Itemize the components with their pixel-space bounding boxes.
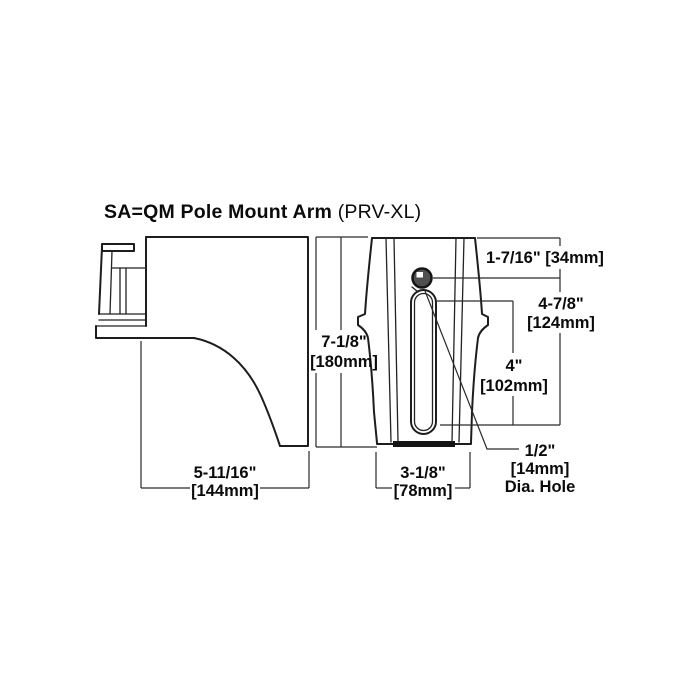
side-view-bottom-plate [95, 325, 195, 339]
pole-hook [98, 243, 147, 315]
arm-width-label-inches: 3-1/8" [400, 464, 445, 482]
front-view-inner-edge-left-1 [385, 237, 392, 443]
dimension-top-to-hole: 1-7/16" [34mm] [433, 237, 604, 425]
product-name: SA=QM Pole Mount Arm [104, 201, 333, 223]
model-name: (PRV-XL) [337, 201, 422, 223]
dimension-arm-width: 3-1/8" [78mm] [375, 452, 471, 500]
drawing-title: SA=QM Pole Mount Arm (PRV-XL) [104, 201, 421, 224]
arm-width-label-mm: [78mm] [394, 482, 453, 500]
front-view-inner-edge-left-2 [393, 237, 399, 443]
front-view-left-edge [357, 237, 378, 444]
slot-length-label-mm: [102mm] [480, 377, 548, 395]
hole-to-slot-label-mm: [124mm] [527, 314, 595, 332]
height-label-inches: 7-1/8" [321, 333, 366, 351]
hole-diameter-note: 1/2" [14mm] Dia. Hole [505, 442, 576, 496]
mounting-hole [411, 267, 433, 289]
slot-inner [413, 292, 434, 432]
hole-leader-line [424, 290, 519, 450]
side-view-body-outline [145, 236, 309, 447]
height-label-mm: [180mm] [310, 353, 378, 371]
front-view-inner-edge-right-2 [458, 237, 465, 443]
dimension-hole-to-slot-bottom: 4-7/8" [124mm] [527, 295, 595, 332]
dimension-slot-length: 4" [102mm] [437, 300, 560, 426]
front-view [357, 237, 519, 450]
front-view-right-edge [470, 237, 489, 444]
front-view-inner-edge-right-1 [451, 237, 457, 443]
hole-to-slot-label-inches: 4-7/8" [538, 295, 583, 313]
arm-length-label-inches: 5-11/16" [194, 464, 257, 482]
arm-length-label-mm: [144mm] [191, 482, 259, 500]
hook-outer-wall [98, 246, 103, 315]
hook-inner-wall [109, 250, 113, 315]
dimension-arm-length: 5-11/16" [144mm] [140, 341, 310, 500]
hole-note-mm: [14mm] [511, 460, 570, 478]
hole-note-label: Dia. Hole [505, 478, 576, 496]
dimension-overall-height: 7-1/8" [180mm] [310, 236, 378, 448]
slot-outer [410, 289, 437, 435]
side-view [95, 236, 309, 447]
hole-note-inches: 1/2" [525, 442, 556, 460]
hook-top-cap [101, 243, 135, 252]
side-view-under-curve [193, 337, 281, 447]
mounting-hole-highlight [416, 272, 423, 278]
top-to-hole-label: 1-7/16" [34mm] [486, 249, 604, 267]
slot-length-label-inches: 4" [506, 357, 523, 375]
